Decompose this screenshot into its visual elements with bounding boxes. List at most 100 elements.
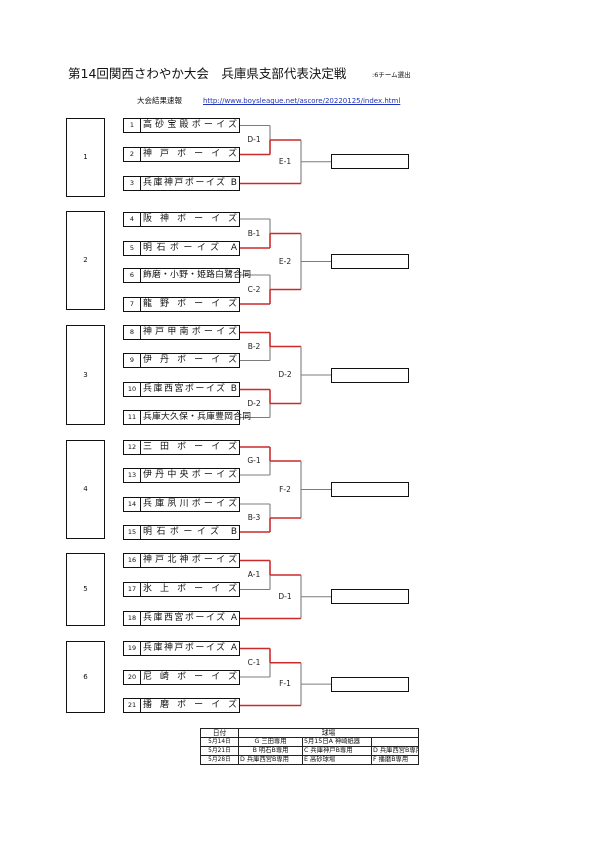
match-label: G-1	[247, 456, 261, 465]
group-label: 3	[83, 370, 88, 379]
team-name: 神戸ボーイズ	[143, 149, 246, 159]
group-label: 4	[83, 485, 88, 493]
group-box: 3	[66, 325, 105, 425]
team-number: 14	[124, 497, 141, 511]
results-label: 大会結果速報	[137, 96, 182, 105]
group-label: 2	[83, 256, 88, 264]
team-number: 17	[124, 583, 141, 596]
team-name: 播磨ボーイズ	[143, 700, 246, 710]
team-name: 氷上ボーイズ	[143, 584, 246, 594]
match-label: D-1	[278, 591, 292, 601]
group-label: 1	[83, 153, 88, 161]
team-name: 伊丹中央ボーイズ	[143, 469, 241, 480]
schedule-venue: D 兵庫西宮B専用	[238, 755, 303, 765]
match-label: D-2	[278, 370, 292, 379]
match-label: F-2	[279, 484, 291, 494]
results-link[interactable]: http://www.boysleague.net/ascore/2022012…	[203, 97, 401, 105]
schedule-venue: C 兵庫神戸B専用	[302, 746, 372, 756]
team-number: 4	[124, 212, 141, 226]
group-box: 1	[66, 118, 105, 197]
team-name: 兵庫神戸ボーイズ A	[143, 643, 239, 653]
team-number: 21	[124, 699, 141, 712]
schedule-header-row: 日付 球場	[200, 728, 419, 738]
schedule-row: 5月14日 G 三田専用 5月15日A 神崎紙器	[200, 737, 419, 747]
match-label: C-2	[247, 284, 261, 294]
team-name: 飾磨・小野・姫路白鷺合同	[143, 269, 252, 280]
match-label: F-1	[279, 679, 291, 689]
group-label: 5	[83, 585, 88, 593]
team-number: 13	[124, 468, 141, 482]
team-name: 阪神ボーイズ	[143, 213, 246, 224]
team-number: 20	[124, 670, 141, 684]
group-box: 4	[66, 440, 105, 539]
group-box: 6	[66, 641, 105, 713]
match-label: B-3	[247, 513, 261, 522]
team-name: 明石ボーイズ A	[143, 242, 242, 253]
team-number: 5	[124, 241, 141, 255]
selection-note: :6チーム選出	[372, 71, 411, 79]
team-name: 高砂宝殿ボーイズ	[143, 120, 241, 130]
team-number: 1	[124, 119, 141, 132]
team-name: 尼崎ボーイズ	[143, 671, 246, 682]
schedule-header-date: 日付	[200, 728, 239, 738]
team-number: 16	[124, 554, 141, 567]
team-name: 伊丹ボーイズ	[143, 355, 246, 365]
team-number: 19	[124, 642, 141, 655]
schedule-date: 5月28日	[200, 755, 239, 765]
team-name: 兵庫大久保・兵庫豊岡合同	[143, 412, 252, 422]
team-number: 3	[124, 177, 141, 190]
team-name: 明石ボーイズ B	[143, 526, 242, 537]
result-slot	[331, 676, 409, 692]
team-name: 兵庫西宮ボーイズ A	[143, 613, 239, 623]
team-number: 11	[124, 411, 141, 424]
result-slot	[331, 367, 409, 383]
match-label: E-1	[278, 156, 292, 166]
match-label: D-2	[247, 398, 261, 408]
team-number: 9	[124, 354, 141, 367]
schedule-venue: D 兵庫西宮B専用	[371, 746, 419, 756]
result-slot	[331, 154, 409, 170]
schedule-venue: G 三田専用	[238, 737, 303, 747]
result-slot	[331, 254, 409, 269]
team-number: 6	[124, 268, 141, 282]
schedule-venue: F 播磨B専用	[371, 755, 419, 765]
group-box: 5	[66, 553, 105, 626]
schedule-table: 日付 球場 5月14日 G 三田専用 5月15日A 神崎紙器 5月21日 B 明…	[200, 728, 419, 765]
schedule-header-venue: 球場	[238, 728, 419, 738]
team-number: 12	[124, 440, 141, 454]
team-number: 18	[124, 612, 141, 625]
schedule-row: 5月21日 B 明石B専用 C 兵庫神戸B専用 D 兵庫西宮B専用	[200, 746, 419, 756]
match-label: C-1	[247, 657, 261, 667]
team-name: 兵庫神戸ボーイズ B	[143, 178, 239, 188]
schedule-row: 5月28日 D 兵庫西宮B専用 E 高砂球場 F 播磨B専用	[200, 755, 419, 765]
schedule-venue: E 高砂球場	[302, 755, 372, 765]
page-title: 第14回関西さわやか大会 兵庫県支部代表決定戦	[68, 66, 347, 81]
team-name: 神戸北神ボーイズ	[143, 555, 241, 565]
team-number: 2	[124, 148, 141, 161]
team-number: 8	[124, 326, 141, 339]
schedule-date: 5月21日	[200, 746, 239, 756]
schedule-venue: 5月15日A 神崎紙器	[302, 737, 372, 747]
team-number: 7	[124, 297, 141, 311]
match-label: B-2	[247, 341, 261, 351]
schedule-venue: B 明石B専用	[238, 746, 303, 756]
